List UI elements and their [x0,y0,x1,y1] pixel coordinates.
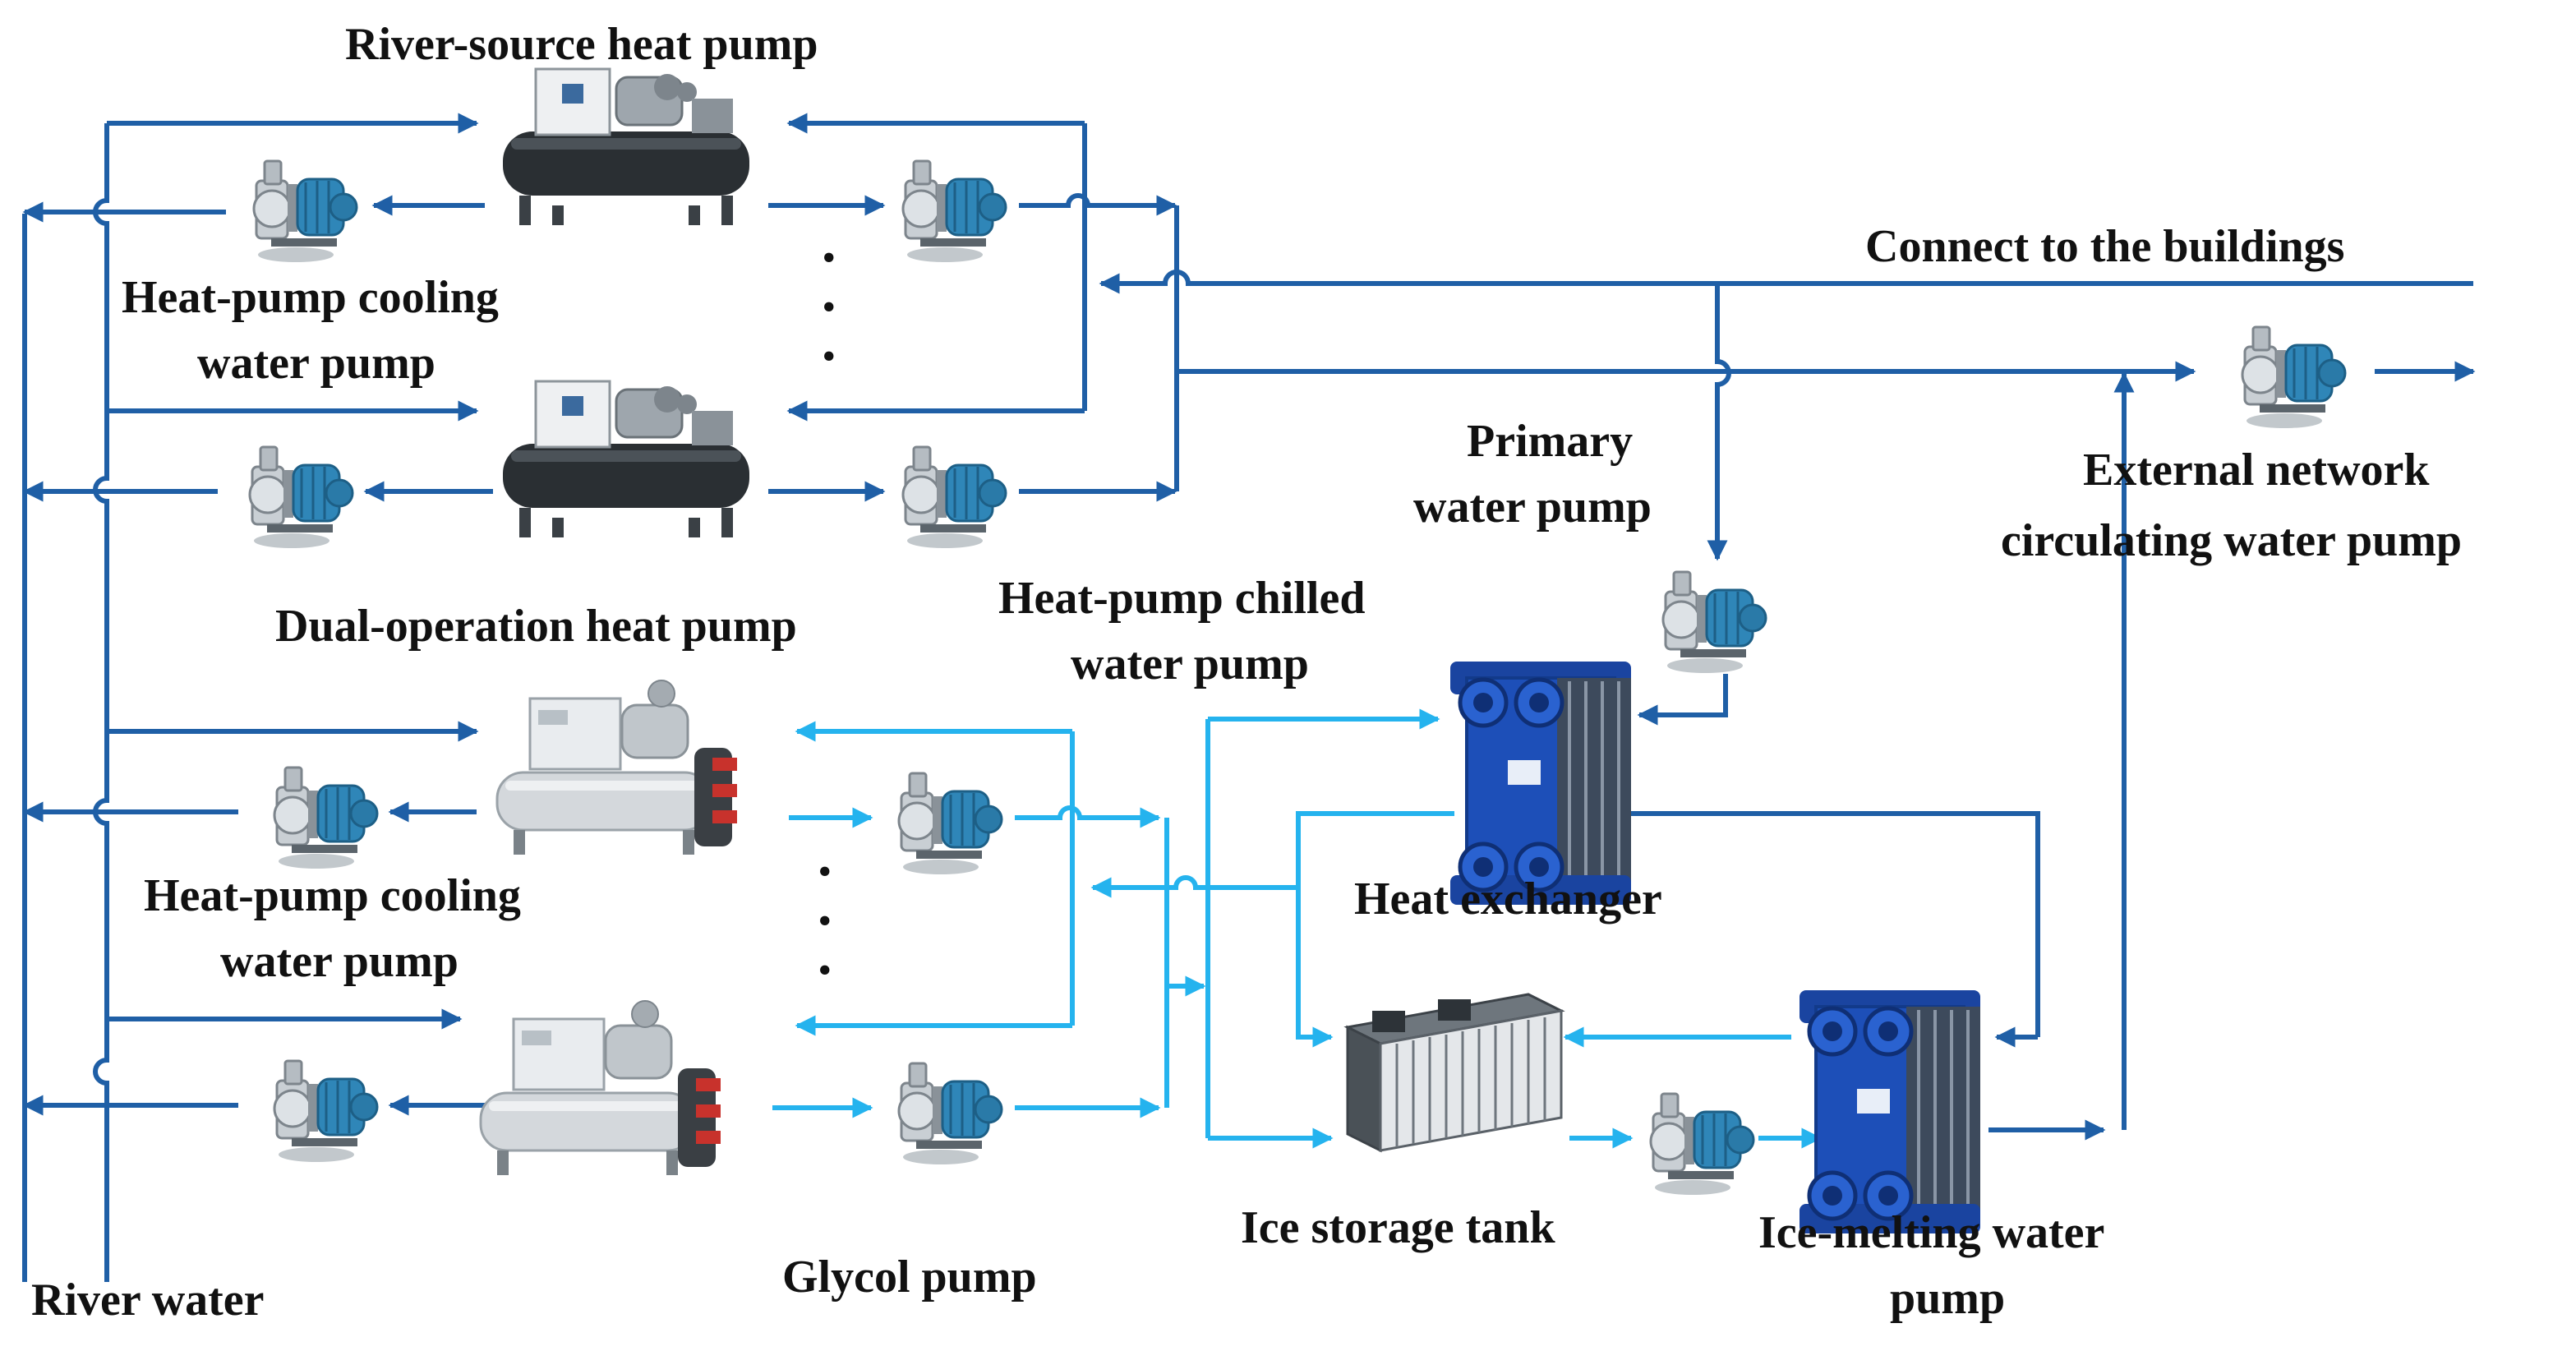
river-source-heat-pump-unit-1 [501,67,751,227]
label-river-water: River water [31,1275,265,1326]
ice-storage-tank-icon [1346,993,1563,1152]
label-cooling-pump-2-line1: Heat-pump cooling [144,870,521,921]
label-ice-melting-line2: pump [1890,1273,2005,1324]
label-glycol-pump: Glycol pump [782,1252,1037,1303]
ellipsis-dot: . [818,874,832,938]
chilled-water-pump-1 [901,159,1007,264]
river-water-lines [22,113,2476,1282]
label-connect-to-buildings: Connect to the buildings [1865,221,2344,272]
ice-melting-water-pump [1649,1092,1755,1197]
ellipsis-dot: . [818,924,832,987]
label-cooling-pump-2-line2: water pump [220,936,459,987]
label-cooling-pump-1-line2: water pump [197,338,435,389]
label-cooling-pump-1-line1: Heat-pump cooling [122,272,499,323]
plate-heat-exchanger-icon [1450,662,1631,905]
label-primary-pump-line2: water pump [1413,482,1652,533]
river-source-heat-pump-unit-2 [501,380,751,539]
ellipsis-dot: . [822,211,836,274]
dual-operation-heat-pump-unit-1 [495,679,739,856]
cooling-water-pump-2 [248,445,354,550]
label-primary-pump-line1: Primary [1467,416,1633,467]
label-external-network-line1: External network [2083,445,2430,496]
label-external-network-line2: circulating water pump [2001,515,2462,566]
label-ice-storage-tank: Ice storage tank [1241,1202,1555,1253]
label-river-source-heat-pump: River-source heat pump [345,19,818,70]
ellipsis-dot: . [818,825,832,888]
glycol-lines [772,708,1823,1149]
label-chilled-pump-line2: water pump [1071,639,1309,689]
label-chilled-pump-line1: Heat-pump chilled [998,573,1365,624]
label-heat-exchanger: Heat exchanger [1354,874,1662,924]
cooling-water-pump-3 [273,766,379,870]
primary-water-pump [1661,570,1767,675]
glycol-pump-1 [897,772,1003,876]
ice-melting-heat-exchanger-icon [1800,990,1980,1233]
ellipsis-dot: . [822,310,836,373]
cooling-water-pump-4 [273,1059,379,1164]
dual-operation-heat-pump-unit-2 [479,999,722,1177]
glycol-pump-2 [897,1062,1003,1166]
label-ice-melting-line1: Ice-melting water [1758,1207,2104,1258]
external-network-pump [2241,325,2347,430]
chilled-water-pump-2 [901,445,1007,550]
ellipsis-dot: . [822,261,836,324]
cooling-water-pump-1 [252,159,358,264]
label-dual-operation-heat-pump: Dual-operation heat pump [275,601,797,652]
